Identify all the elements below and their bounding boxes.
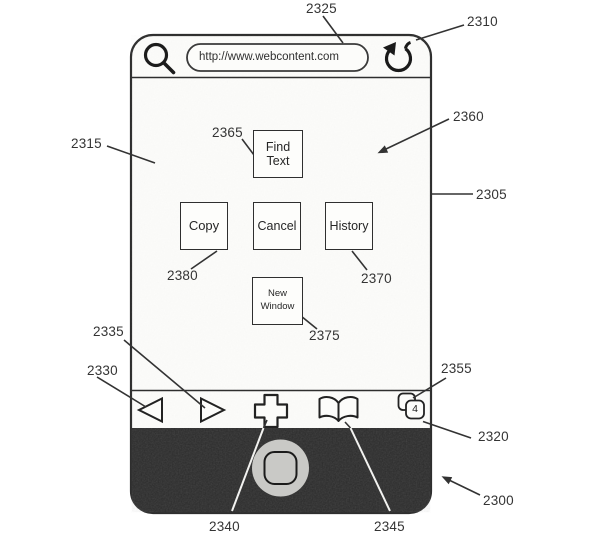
arrowhead-2300 (441, 476, 453, 485)
ref-label-2365: 2365 (212, 125, 243, 140)
device-chin (132, 428, 430, 512)
find-text-button: Find Text (253, 130, 303, 178)
leader-2340-lower (231, 427, 265, 512)
ref-label-2345: 2345 (374, 519, 405, 534)
ref-label-2300: 2300 (483, 493, 514, 508)
leader-lines (96, 15, 481, 496)
ref-label-2355: 2355 (441, 361, 472, 376)
leader-2345-upper (344, 421, 352, 429)
new-window-button: New Window (252, 277, 303, 325)
ref-label-2315: 2315 (71, 136, 102, 151)
search-icon (143, 42, 176, 75)
home-button-square (263, 451, 298, 485)
cancel-button: Cancel (253, 202, 301, 250)
ref-label-2310: 2310 (467, 14, 498, 29)
leader-2355 (412, 377, 447, 399)
leader-2330 (96, 376, 147, 408)
leader-2360 (385, 118, 450, 150)
leader-2335 (123, 339, 206, 409)
tab-count-badge: 4 (412, 403, 418, 415)
ref-label-2335: 2335 (93, 324, 124, 339)
ref-label-2320: 2320 (478, 429, 509, 444)
url-text: http://www.webcontent.com (199, 51, 339, 63)
leader-2345-lower (349, 427, 391, 512)
ref-label-2360: 2360 (453, 109, 484, 124)
forward-icon (200, 396, 227, 424)
home-button (252, 439, 309, 497)
leader-2365 (241, 138, 255, 156)
leader-2375 (300, 315, 318, 330)
ref-label-2305: 2305 (476, 187, 507, 202)
leader-2370 (351, 250, 368, 271)
leader-2325 (322, 15, 344, 44)
ref-label-2325: 2325 (306, 1, 337, 16)
leader-2310 (415, 24, 465, 41)
leader-2380 (190, 250, 218, 270)
leader-2340-upper (262, 419, 268, 429)
leader-2300 (449, 479, 481, 496)
ref-label-2375: 2375 (309, 328, 340, 343)
ref-label-2340: 2340 (209, 519, 240, 534)
ref-label-2330: 2330 (87, 363, 118, 378)
url-field (186, 43, 369, 72)
device-frame (129, 33, 433, 515)
arrowhead-2360 (377, 145, 389, 154)
ref-label-2370: 2370 (361, 271, 392, 286)
refresh-icon (383, 40, 413, 73)
back-icon (136, 396, 163, 424)
add-icon (253, 393, 289, 429)
leader-2315 (106, 145, 156, 164)
copy-button: Copy (180, 202, 228, 250)
history-button: History (325, 202, 373, 250)
leader-2320 (422, 420, 472, 439)
tabs-icon (397, 392, 425, 420)
bookmarks-icon (318, 396, 359, 422)
ref-label-2380: 2380 (167, 268, 198, 283)
